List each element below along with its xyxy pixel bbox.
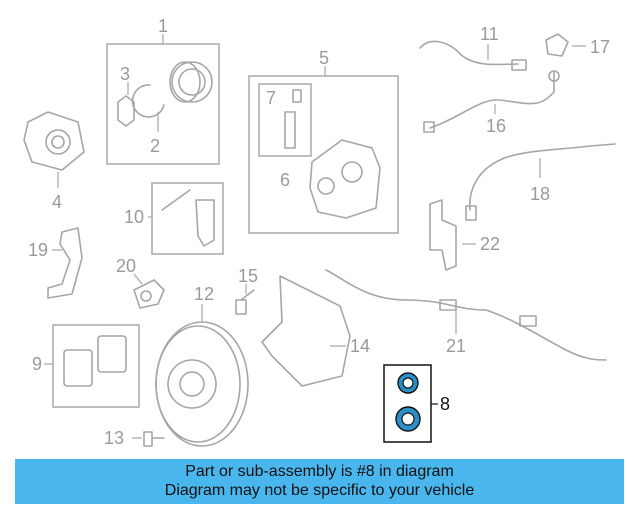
parts-diagram: 1 3 2 4 5 7 6 10 11 17 (23, 16, 616, 448)
callout-22: 22 (480, 234, 500, 254)
callout-2: 2 (150, 136, 160, 156)
callout-6: 6 (280, 170, 290, 190)
callout-19: 19 (28, 240, 48, 260)
callout-13: 13 (104, 428, 124, 448)
callout-10: 10 (124, 207, 144, 227)
part-8-seal-kit (383, 364, 438, 443)
part-12-brake-rotor (155, 304, 249, 447)
callout-14: 14 (350, 336, 370, 356)
callout-12: 12 (194, 284, 214, 304)
part-4-wheel-hub (23, 111, 85, 188)
part-9-brake-pads (44, 324, 140, 408)
callout-4: 4 (52, 192, 62, 212)
callout-7: 7 (266, 88, 276, 108)
callout-11: 11 (480, 24, 499, 44)
callout-9: 9 (32, 354, 42, 374)
callout-8: 8 (440, 394, 450, 414)
callout-3: 3 (120, 64, 130, 84)
part-20-bleeder (133, 273, 165, 309)
part-15-bolt (235, 284, 255, 315)
callout-16: 16 (486, 116, 506, 136)
banner-line-2: Diagram may not be specific to your vehi… (164, 482, 475, 499)
part-14-dust-shield (261, 275, 351, 387)
part-18-brake-hose (465, 143, 616, 221)
callout-20: 20 (116, 256, 136, 276)
callout-5: 5 (319, 48, 329, 68)
part-22-bracket (429, 199, 476, 271)
part-11-wear-sensor (419, 40, 527, 71)
callout-17: 17 (590, 37, 610, 57)
callout-15: 15 (238, 266, 258, 286)
banner-line-1: Part or sub-assembly is #8 in diagram (185, 463, 454, 480)
callout-18: 18 (530, 184, 550, 204)
info-banner: Part or sub-assembly is #8 in diagram Di… (15, 459, 624, 504)
callout-21: 21 (446, 336, 466, 356)
part-21-sensor-cable (325, 269, 607, 361)
part-10-pad-pin-group (148, 182, 224, 255)
part-17-clip (545, 33, 586, 57)
part-13-bolt (132, 431, 165, 447)
part-5-brake-caliper-group (248, 66, 399, 234)
part-19-spring-clip (47, 227, 83, 299)
callout-1: 1 (158, 16, 168, 36)
part-16-brake-hose (423, 70, 560, 133)
part-1-wheel-bearing-group (106, 34, 220, 165)
